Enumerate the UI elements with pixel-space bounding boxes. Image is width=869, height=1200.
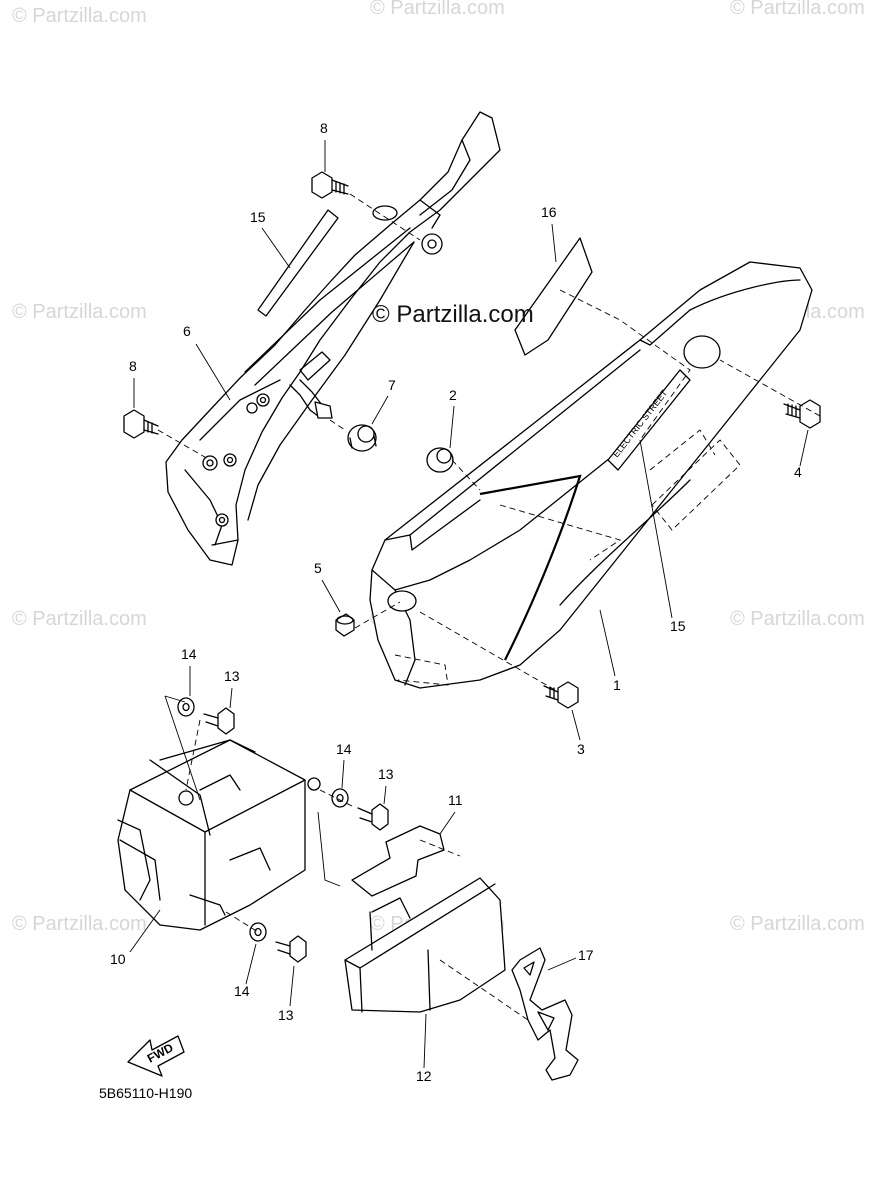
part-14-washer: [177, 697, 195, 717]
watermark: © Partzilla.com: [12, 913, 147, 935]
watermark: © Partzilla.com: [370, 0, 505, 19]
part-12-battery-cover: [344, 877, 506, 1013]
part-13-bolt: [203, 707, 235, 735]
callout-13c: 13: [278, 1007, 294, 1023]
callout-2: 2: [449, 387, 457, 403]
part-3-bolt: [543, 681, 579, 709]
fwd-arrow-icon: FWD: [127, 1035, 185, 1077]
callout-7: 7: [388, 377, 396, 393]
diagram-code: 5B65110-H190: [99, 1085, 192, 1101]
callout-17: 17: [578, 947, 594, 963]
part-13-bolt: [275, 935, 307, 963]
callout-14: 14: [181, 646, 197, 662]
callout-6: 6: [183, 323, 191, 339]
part-4-bolt: [783, 399, 821, 429]
callout-14b: 14: [336, 741, 352, 757]
callout-15b: 15: [670, 618, 686, 634]
part-9-bolt: [311, 171, 349, 199]
callout-13: 13: [224, 668, 240, 684]
watermark: © Partzilla.com: [730, 913, 865, 935]
callout-13b: 13: [378, 766, 394, 782]
callout-16: 16: [541, 204, 557, 220]
watermark: © Partzilla.com: [730, 0, 865, 19]
callout-9: 8: [320, 120, 328, 136]
part-5-collar: [335, 613, 355, 637]
callout-5: 5: [314, 560, 322, 576]
part-2-grommet: [426, 447, 454, 473]
callout-10: 10: [110, 951, 126, 967]
part-7-grommet: [347, 424, 377, 452]
callout-3: 3: [577, 741, 585, 757]
callout-14c: 14: [234, 983, 250, 999]
callout-12: 12: [416, 1068, 432, 1084]
part-1-side-cover-right: ELECTRIC STREET: [369, 261, 813, 689]
part-14-washer: [331, 788, 349, 808]
watermark: © Partzilla.com: [730, 608, 865, 630]
watermark: © Partzilla.com: [12, 5, 147, 27]
callout-15: 15: [250, 209, 266, 225]
watermark: © Partzilla.com: [12, 301, 147, 323]
center-watermark: © Partzilla.com: [372, 301, 534, 328]
part-13-bolt: [357, 803, 389, 831]
assembly-lines-upper: [157, 193, 821, 691]
callout-8: 8: [129, 358, 137, 374]
part-16-decal: [514, 237, 593, 356]
part-17-band: [511, 947, 579, 1081]
callout-11: 11: [448, 792, 463, 808]
callout-4: 4: [794, 464, 802, 480]
part-6-side-cover-left: [165, 111, 501, 566]
callouts: 8 15 6 8 7 2 16 4 5 15 1 3 14 13 14 13 1: [110, 120, 809, 1084]
callout-1: 1: [613, 677, 621, 693]
part-11-pad: [351, 825, 445, 897]
assembly-lines-lower: [164, 695, 529, 1021]
watermark: © Partzilla.com: [12, 608, 147, 630]
part-15-decal-upper: [257, 209, 339, 317]
part-10-battery-box: [117, 739, 321, 931]
part-8-bolt: [123, 409, 159, 439]
part-14-washer: [249, 922, 267, 942]
